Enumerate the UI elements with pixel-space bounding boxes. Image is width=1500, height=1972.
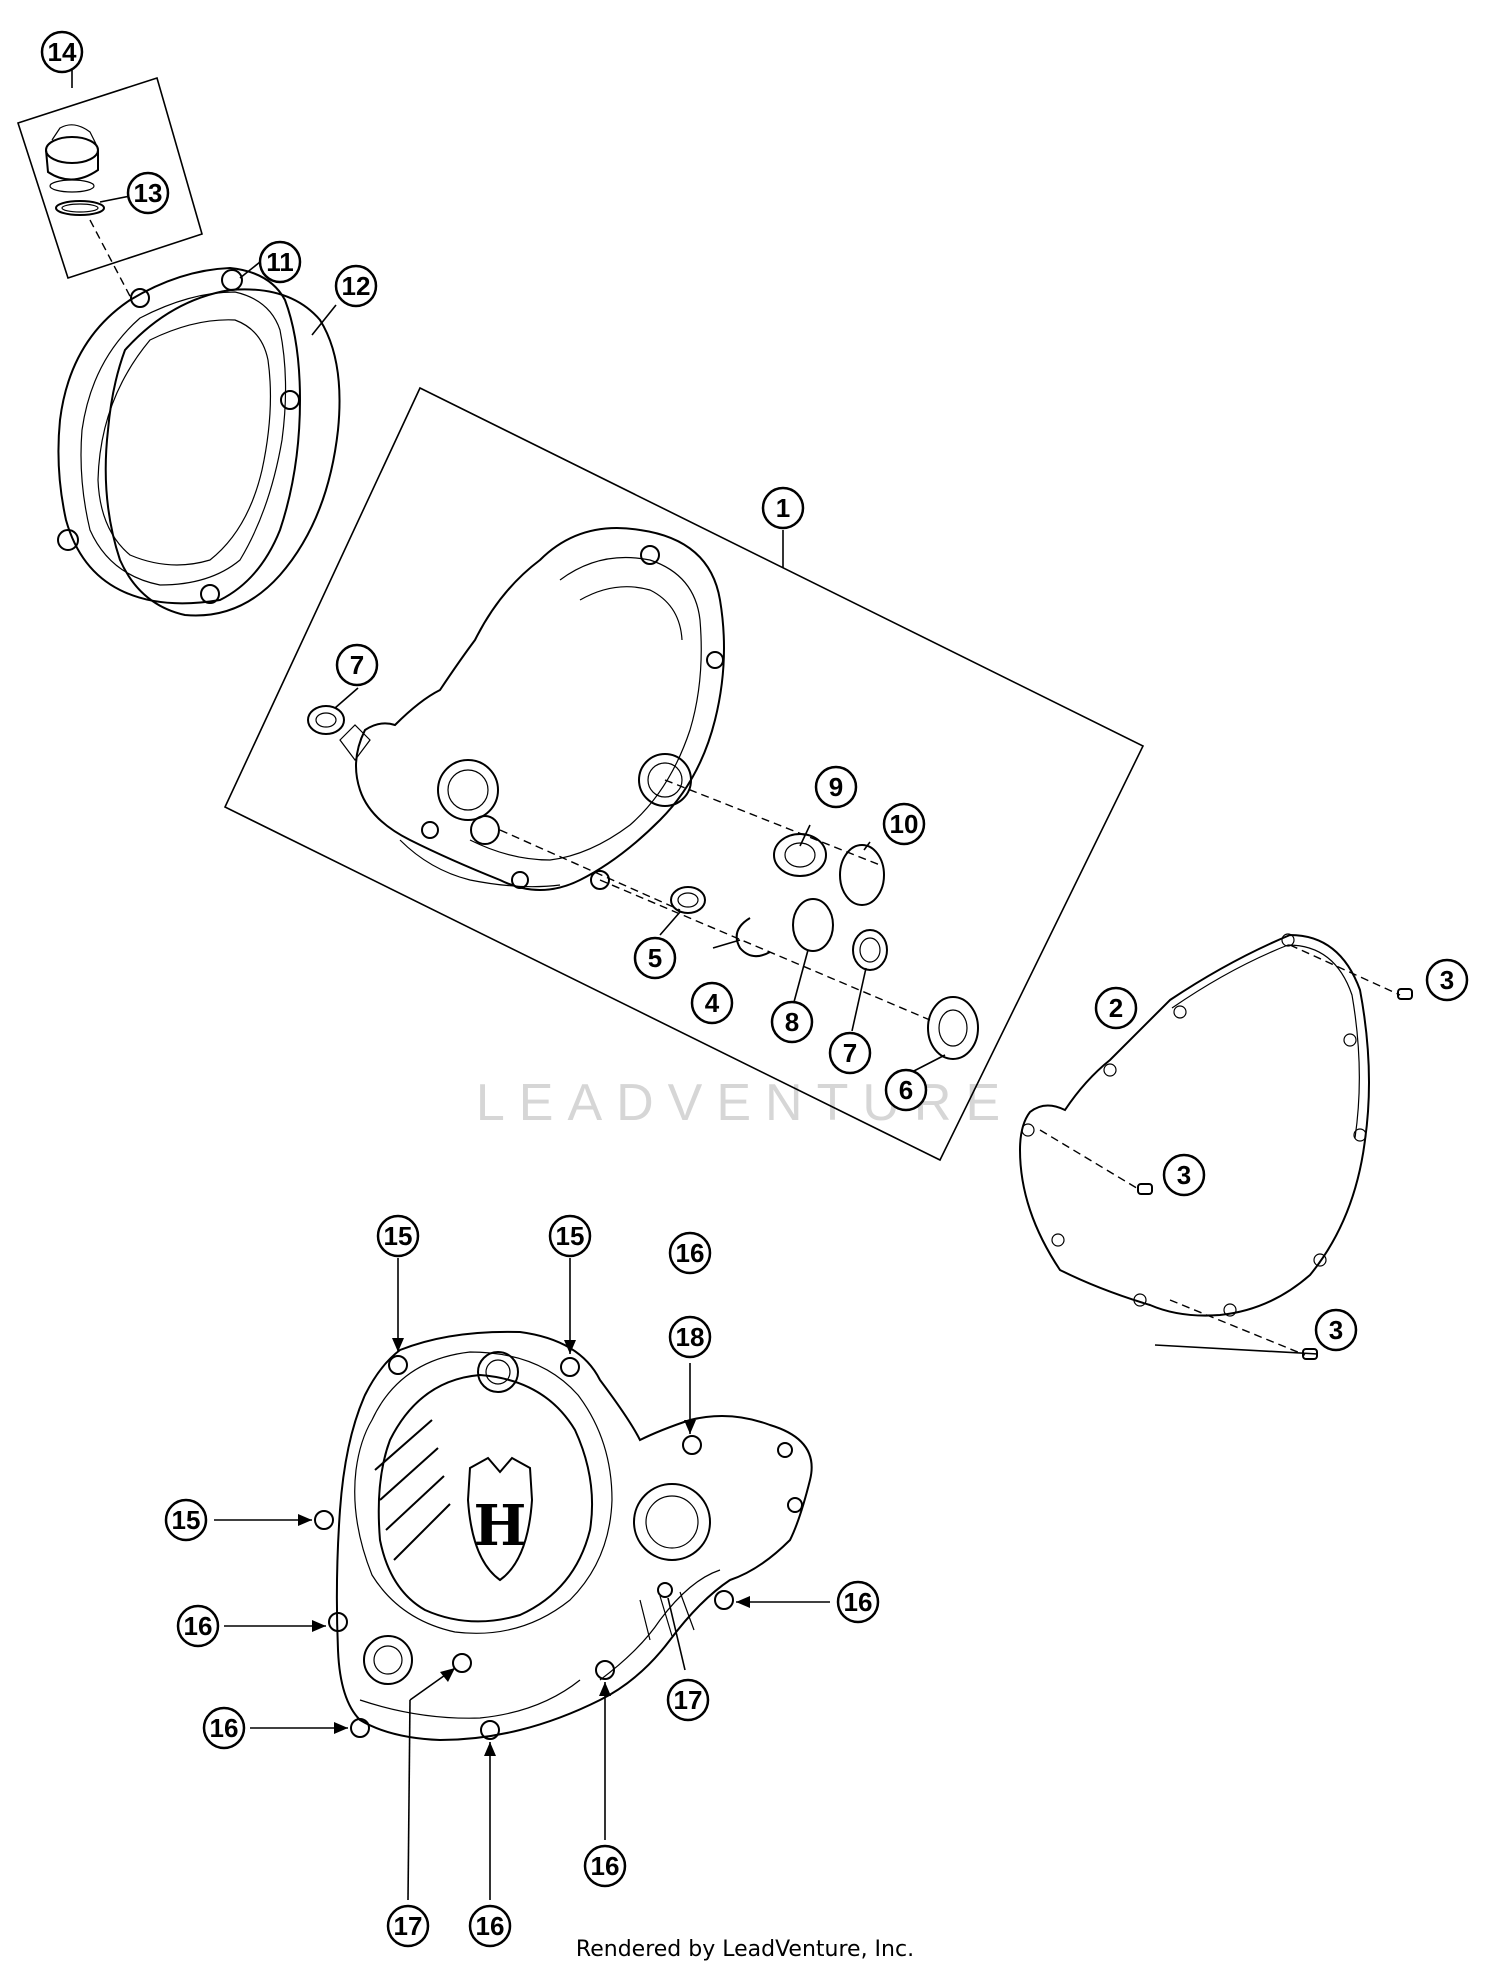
seal-5-drawing <box>670 886 706 914</box>
svg-text:14: 14 <box>48 37 77 67</box>
bearing-6-drawing <box>927 996 979 1060</box>
callout-10[interactable]: 10 <box>882 802 926 846</box>
svg-text:15: 15 <box>172 1505 201 1535</box>
leader-arrowheads <box>298 1338 750 1756</box>
dowel-line-2 <box>1039 1129 1141 1191</box>
svg-text:17: 17 <box>674 1685 703 1715</box>
shaft-seal-7-drawing <box>307 705 345 735</box>
callout-3-middle[interactable]: 3 <box>1162 1153 1206 1197</box>
callout-1[interactable]: 1 <box>761 486 805 530</box>
callout-5[interactable]: 5 <box>633 936 677 980</box>
callout-7-upper[interactable]: 7 <box>335 643 379 687</box>
callout-18[interactable]: 18 <box>668 1315 712 1359</box>
ring-8-drawing <box>792 898 834 952</box>
cover-gasket-2-drawing <box>1018 933 1370 1317</box>
axis-line-lower <box>599 879 931 1021</box>
callout-17-right[interactable]: 17 <box>666 1678 710 1722</box>
svg-text:6: 6 <box>899 1075 913 1105</box>
bearing-9-drawing <box>773 833 827 877</box>
group-box-cap <box>16 76 203 280</box>
svg-text:12: 12 <box>342 271 371 301</box>
svg-text:16: 16 <box>676 1238 705 1268</box>
svg-text:15: 15 <box>556 1221 585 1251</box>
callout-6[interactable]: 6 <box>884 1068 928 1112</box>
callout-8[interactable]: 8 <box>770 1000 814 1044</box>
circlip-4-drawing <box>735 917 771 958</box>
callout-15-left[interactable]: 15 <box>376 1214 420 1258</box>
callout-2[interactable]: 2 <box>1094 986 1138 1030</box>
svg-text:2: 2 <box>1109 993 1123 1023</box>
oil-filler-cap-drawing <box>45 124 99 193</box>
svg-text:17: 17 <box>394 1911 423 1941</box>
svg-text:3: 3 <box>1329 1315 1343 1345</box>
svg-text:7: 7 <box>843 1038 857 1068</box>
svg-text:4: 4 <box>705 988 720 1018</box>
svg-text:16: 16 <box>476 1911 505 1941</box>
svg-text:9: 9 <box>829 772 843 802</box>
callout-11[interactable]: 11 <box>258 240 302 284</box>
svg-text:16: 16 <box>210 1713 239 1743</box>
dowel-pin-1-drawing <box>1397 988 1413 1000</box>
callout-13[interactable]: 13 <box>126 171 170 215</box>
callout-16-bottom[interactable]: 16 <box>468 1904 512 1948</box>
clutch-cover-outer-drawing <box>57 266 302 605</box>
seal-7-lower-drawing <box>852 929 888 971</box>
callout-3-bottom[interactable]: 3 <box>1314 1308 1358 1352</box>
svg-text:16: 16 <box>184 1611 213 1641</box>
callout-7-lower[interactable]: 7 <box>828 1031 872 1075</box>
callout-3-top[interactable]: 3 <box>1425 958 1469 1002</box>
clutch-cover-inner-drawing <box>339 527 725 891</box>
svg-text:5: 5 <box>648 943 662 973</box>
svg-text:1: 1 <box>776 493 790 523</box>
callout-16-left-upper[interactable]: 16 <box>176 1604 220 1648</box>
callout-16-right[interactable]: 16 <box>836 1580 880 1624</box>
callout-4[interactable]: 4 <box>690 981 734 1025</box>
callout-15-right[interactable]: 15 <box>548 1214 592 1258</box>
callout-16-top[interactable]: 16 <box>668 1231 712 1275</box>
svg-text:15: 15 <box>384 1221 413 1251</box>
cover-gasket-drawing <box>104 288 341 617</box>
callout-17-bottom[interactable]: 17 <box>386 1904 430 1948</box>
dowel-line-1 <box>1289 944 1401 996</box>
svg-text:13: 13 <box>134 178 163 208</box>
dowel-pin-2-drawing <box>1137 1183 1153 1195</box>
leader-lines <box>71 70 1319 1901</box>
callout-12[interactable]: 12 <box>334 264 378 308</box>
svg-text:3: 3 <box>1440 965 1454 995</box>
svg-text:16: 16 <box>844 1587 873 1617</box>
svg-text:7: 7 <box>350 650 364 680</box>
axis-line-seal <box>499 829 681 911</box>
svg-text:16: 16 <box>591 1851 620 1881</box>
brand-logo-letter: H <box>474 1493 527 1559</box>
callout-15-side[interactable]: 15 <box>164 1498 208 1542</box>
svg-text:3: 3 <box>1177 1160 1191 1190</box>
svg-text:18: 18 <box>676 1322 705 1352</box>
footer-credit: Rendered by LeadVenture, Inc. <box>576 1937 914 1962</box>
callout-9[interactable]: 9 <box>814 765 858 809</box>
group-box-clutch-cover <box>223 386 1145 1162</box>
callout-14[interactable]: 14 <box>40 30 84 74</box>
circlip-10-drawing <box>839 844 885 906</box>
svg-text:10: 10 <box>890 809 919 839</box>
cap-axis-line <box>89 219 133 301</box>
svg-text:8: 8 <box>785 1007 799 1037</box>
callout-16-bottom-right[interactable]: 16 <box>583 1844 627 1888</box>
callout-16-left-lower[interactable]: 16 <box>202 1706 246 1750</box>
dowel-line-3 <box>1169 1299 1306 1356</box>
clutch-cover-assembled-drawing <box>314 1330 813 1742</box>
o-ring-13-drawing <box>55 200 105 216</box>
watermark-text: LEADVENTURE <box>476 1074 1014 1132</box>
svg-text:11: 11 <box>266 247 294 277</box>
